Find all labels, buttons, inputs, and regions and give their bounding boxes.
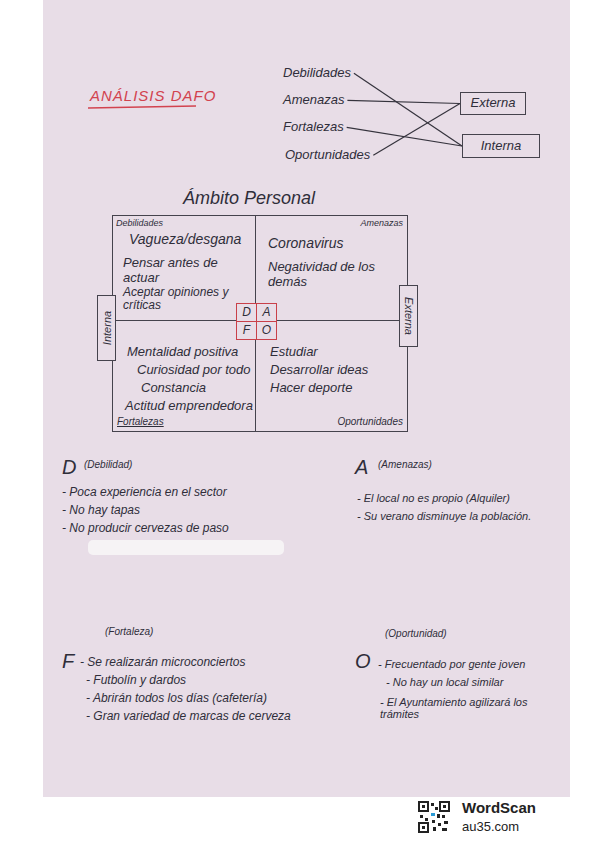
node-text: Actitud emprendedora xyxy=(125,399,253,414)
quadrant-box: EstudiarDesarrollar ideasHacer deporteOp… xyxy=(256,321,407,431)
section-name: (Debilidad) xyxy=(84,459,132,470)
node-text: Oportunidades xyxy=(285,148,370,163)
side-box: Interna xyxy=(97,295,116,361)
watermark-text: au35.com xyxy=(462,820,519,835)
page-title: ANÁLISIS DAFO xyxy=(90,88,216,105)
node-text: Coronavirus xyxy=(268,236,343,252)
scope-box: Interna xyxy=(462,134,540,158)
redaction-bar xyxy=(88,540,284,555)
title-underline xyxy=(88,106,196,108)
node-text: D xyxy=(242,306,251,319)
letter-cell: A xyxy=(256,303,277,322)
section-name: (Amenazas) xyxy=(378,459,432,470)
letter-cell: O xyxy=(256,321,277,340)
section-letter: F xyxy=(62,650,74,672)
node-text: Externa xyxy=(402,297,414,335)
quadrant-title: Amenazas xyxy=(360,218,403,228)
node-text: Interna xyxy=(481,139,521,154)
node-text: Negatividad de los demás xyxy=(268,260,378,289)
node-text: Vagueza/desgana xyxy=(129,232,241,248)
node-text: Constancia xyxy=(141,381,206,396)
node-text: F xyxy=(243,324,250,337)
list-word: Fortalezas xyxy=(283,120,344,135)
node-text: Fortalezas xyxy=(283,120,344,135)
node-text: Mentalidad positiva xyxy=(127,345,238,360)
dafo-grid: Ámbito PersonalDebilidadesVagueza/desgan… xyxy=(112,215,408,432)
note-text: - Gran variedad de marcas de cerveza xyxy=(86,710,291,723)
quadrant-box: Mentalidad positivaCuriosidad por todoCo… xyxy=(113,321,256,431)
note-text: - Se realizarán microconciertos xyxy=(80,656,245,669)
section-name: (Fortaleza) xyxy=(105,626,153,637)
node-text: Desarrollar ideas xyxy=(270,363,368,378)
section-letter: D xyxy=(62,456,76,478)
list-word: Oportunidades xyxy=(285,148,370,163)
section-name: (Oportunidad) xyxy=(385,628,447,639)
node-text: Aceptar opiniones y críticas xyxy=(123,286,233,313)
note-text: - Su verano disminuye la población. xyxy=(357,510,531,522)
node-text: Amenazas xyxy=(283,93,344,108)
node-text: Estudiar xyxy=(270,345,318,360)
grid-heading: Ámbito Personal xyxy=(183,188,315,208)
side-box: Externa xyxy=(399,285,418,347)
qr-code xyxy=(418,801,450,833)
watermark-text: WordScan xyxy=(462,800,536,817)
list-word: Amenazas xyxy=(283,93,344,108)
letter-cell: F xyxy=(236,321,257,340)
node-text: Pensar antes de actuar xyxy=(123,256,238,285)
node-text: Interna xyxy=(100,311,112,345)
connector-line xyxy=(347,100,460,103)
letter-cell: D xyxy=(236,303,257,322)
note-text: - Abrirán todos los días (cafetería) xyxy=(86,692,267,705)
section-letter: A xyxy=(355,456,368,478)
node-text: Curiosidad por todo xyxy=(137,363,250,378)
section-letter: O xyxy=(355,650,371,672)
node-text: A xyxy=(262,306,270,319)
list-word: Debilidades xyxy=(283,66,351,81)
paper-sheet xyxy=(43,0,570,797)
node-text: Hacer deporte xyxy=(270,381,352,396)
note-text: - No hay tapas xyxy=(62,504,140,517)
quadrant-title: Debilidades xyxy=(116,218,163,228)
quadrant-box: AmenazasCoronavirusNegatividad de los de… xyxy=(256,216,407,321)
node-text: Debilidades xyxy=(283,66,351,81)
note-text: - No hay un local similar xyxy=(386,676,503,688)
note-text: - No producir cervezas de paso xyxy=(62,522,229,535)
node-text: O xyxy=(262,324,271,337)
scope-box: Externa xyxy=(460,92,526,115)
note-text: - Futbolín y dardos xyxy=(86,674,186,687)
quadrant-title: Fortalezas xyxy=(117,416,164,427)
note-text: - El Ayuntamiento agilizará los trámites xyxy=(380,696,545,721)
connector-line xyxy=(373,104,460,156)
quadrant-box: DebilidadesVagueza/desganaPensar antes d… xyxy=(113,216,256,321)
note-text: - Frecuentado por gente joven xyxy=(378,658,525,670)
note-text: - El local no es propio (Alquiler) xyxy=(357,492,510,504)
node-text: Externa xyxy=(471,96,516,111)
note-text: - Poca experiencia en el sector xyxy=(62,486,227,499)
quadrant-title: Oportunidades xyxy=(337,416,403,427)
